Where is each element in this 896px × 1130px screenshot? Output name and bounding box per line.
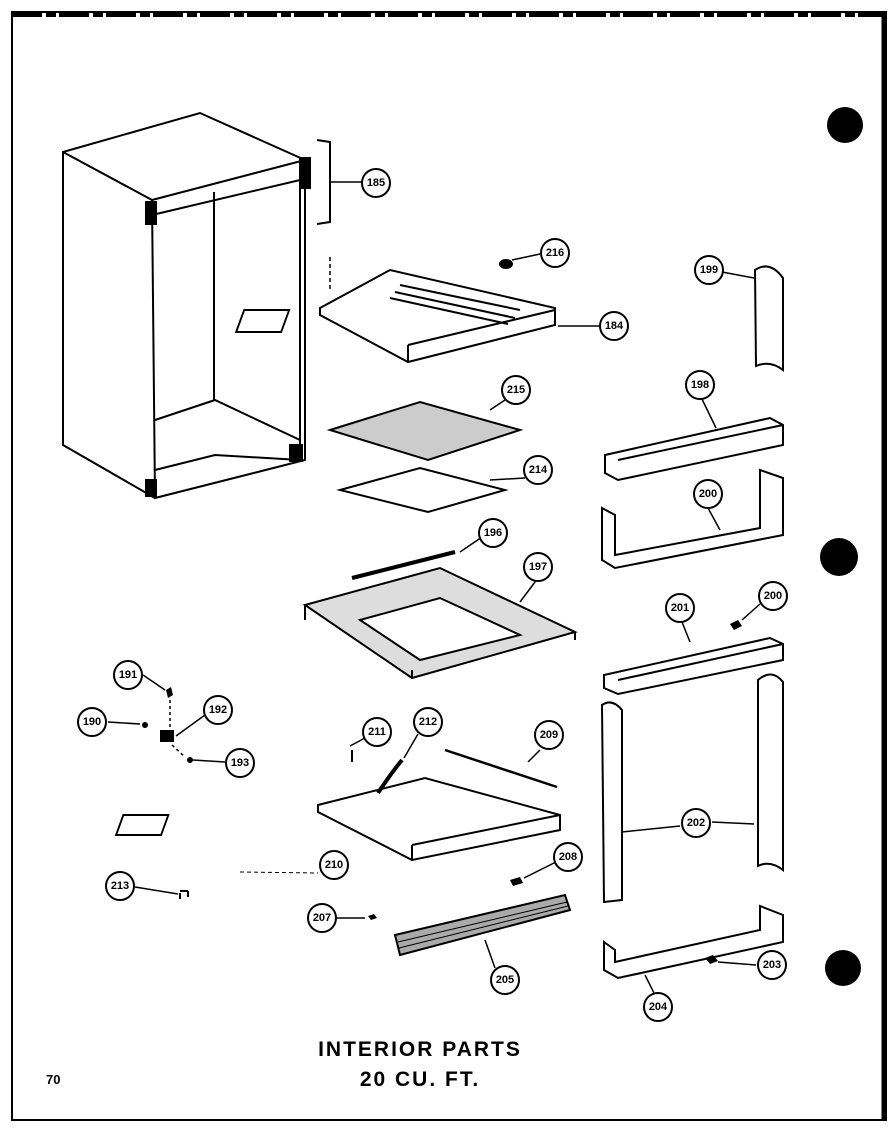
callout-200b: 200 [758, 581, 788, 611]
callout-212: 212 [413, 707, 443, 737]
svg-text:211: 211 [368, 726, 386, 738]
callout-197: 197 [523, 552, 553, 582]
frame-197 [302, 566, 578, 680]
svg-text:203: 203 [763, 959, 781, 971]
callout-207: 207 [307, 903, 337, 933]
svg-text:207: 207 [313, 912, 331, 924]
trim-201 [603, 636, 784, 696]
diagram-title: INTERIOR PARTS [318, 1038, 522, 1061]
svg-text:216: 216 [546, 247, 564, 259]
callout-203: 203 [757, 950, 787, 980]
callout-193: 193 [225, 748, 255, 778]
svg-text:205: 205 [496, 974, 514, 986]
cover-210 [114, 776, 561, 862]
callout-196: 196 [478, 518, 508, 548]
callout-211: 211 [362, 717, 392, 747]
grille-205 [393, 893, 572, 957]
binder-hole [827, 107, 863, 143]
svg-text:215: 215 [507, 384, 525, 396]
svg-text:192: 192 [209, 704, 227, 716]
svg-text:198: 198 [691, 379, 709, 391]
callouts: 185 216 184 199 215 198 214 200 196 197 … [77, 168, 788, 1022]
svg-text:202: 202 [687, 817, 705, 829]
svg-text:209: 209 [540, 729, 558, 741]
svg-text:193: 193 [231, 757, 249, 769]
callout-198: 198 [685, 370, 715, 400]
svg-text:190: 190 [83, 716, 101, 728]
svg-text:199: 199 [700, 264, 718, 276]
callout-215: 215 [501, 375, 531, 405]
svg-text:191: 191 [119, 669, 137, 681]
callout-185: 185 [361, 168, 391, 198]
svg-text:200: 200 [764, 590, 782, 602]
glass-214 [336, 466, 509, 514]
shelf-184 [234, 268, 556, 364]
callout-204: 204 [643, 992, 673, 1022]
svg-text:196: 196 [484, 527, 502, 539]
callout-210: 210 [319, 850, 349, 880]
svg-text:212: 212 [419, 716, 437, 728]
svg-text:197: 197 [529, 561, 547, 573]
svg-text:201: 201 [671, 602, 689, 614]
callout-202: 202 [681, 808, 711, 838]
binder-hole [820, 538, 858, 576]
diagram-subtitle: 20 CU. FT. [359, 1068, 481, 1091]
callout-201: 201 [665, 593, 695, 623]
callout-184: 184 [599, 311, 629, 341]
callout-209: 209 [534, 720, 564, 750]
svg-text:214: 214 [529, 464, 548, 476]
svg-text:210: 210 [325, 859, 343, 871]
callout-208: 208 [553, 842, 583, 872]
trim-200 [601, 468, 784, 570]
svg-text:184: 184 [605, 320, 624, 332]
page-number: 70 [46, 1072, 61, 1087]
trim-202 [600, 673, 784, 904]
svg-text:185: 185 [367, 177, 385, 189]
svg-text:208: 208 [559, 851, 577, 863]
callout-216: 216 [540, 238, 570, 268]
callout-213: 213 [105, 871, 135, 901]
svg-text:200: 200 [699, 488, 717, 500]
svg-text:204: 204 [649, 1001, 668, 1013]
callout-190: 190 [77, 707, 107, 737]
panel-215 [326, 400, 524, 462]
trim-204 [603, 904, 784, 980]
trim-198 [604, 416, 784, 482]
binder-hole [825, 950, 861, 986]
callout-191: 191 [113, 660, 143, 690]
svg-text:213: 213 [111, 880, 129, 892]
callout-200: 200 [693, 479, 723, 509]
callout-205: 205 [490, 965, 520, 995]
cabinet-liner [62, 111, 311, 500]
callout-214: 214 [523, 455, 553, 485]
callout-192: 192 [203, 695, 233, 725]
trim-199 [753, 265, 784, 373]
callout-199: 199 [694, 255, 724, 285]
